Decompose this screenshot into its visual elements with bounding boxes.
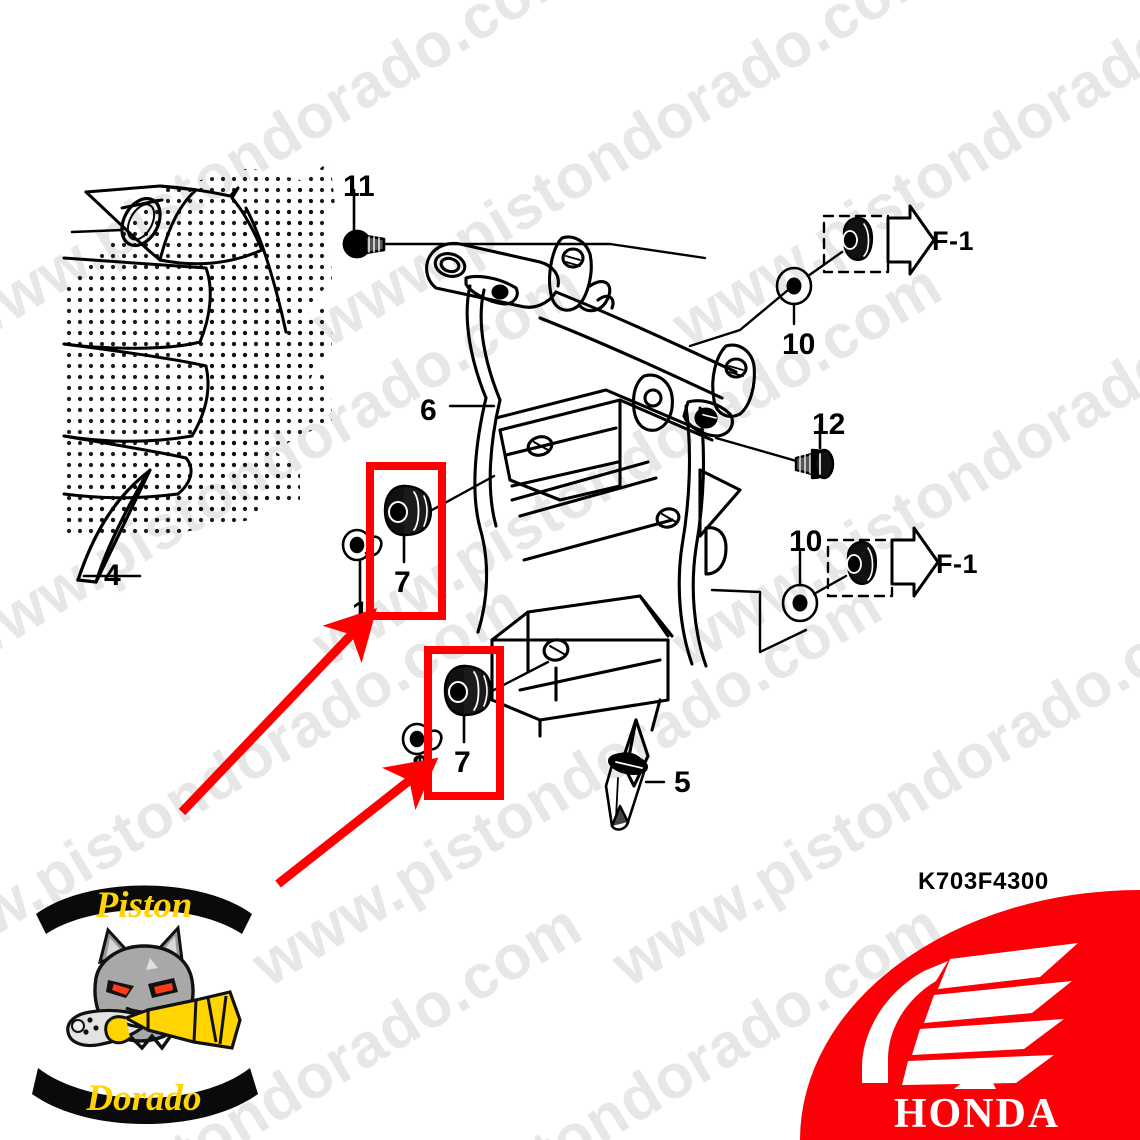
logo-bottom-banner: [32, 1068, 258, 1124]
callout-label-10-upper: 10: [782, 328, 816, 361]
left-shroud-shading: [62, 160, 335, 540]
part-10-upper-leader: [688, 288, 790, 348]
f1-reference-label-lower: F-1: [936, 549, 978, 579]
f1-dashed-box-upper: [822, 214, 890, 274]
part-5-screw: [604, 752, 666, 831]
honda-wing-icon: HONDA: [832, 937, 1122, 1137]
part-4-pointer: [76, 468, 152, 584]
logo-bottom-text: Dorado: [85, 1078, 201, 1119]
part-10-upper-collar: [775, 216, 874, 326]
callout-label-5: 5: [674, 766, 691, 799]
part-12-screw: [794, 422, 835, 480]
part-7-lower-leader: [488, 660, 550, 694]
f1-dashed-box-lower: [826, 538, 894, 598]
callout-label-4: 4: [104, 559, 121, 592]
left-shroud-outline: [62, 184, 288, 500]
part-6-main-stay-bracket: [425, 235, 756, 788]
f1-arrow-upper: [886, 204, 936, 276]
callout-label-1: 1: [352, 596, 369, 629]
part-10-lower-leader: [710, 588, 808, 654]
part-7-upper-grommet: [383, 484, 433, 564]
callout-label-12: 12: [812, 408, 846, 441]
svg-text:HONDA: HONDA: [894, 1091, 1060, 1132]
f1-reference-label-upper: F-1: [932, 226, 974, 256]
part-10-lower-collar: [781, 540, 878, 623]
callout-label-11: 11: [343, 170, 375, 203]
logo-top-banner: [36, 885, 252, 934]
f1-arrow-lower: [890, 526, 940, 598]
part-11-bolt: [342, 188, 707, 260]
part-number-label: K703F4300: [918, 868, 1049, 895]
part-7-lower-grommet: [443, 664, 493, 744]
piston-dorado-logo: Piston: [30, 872, 258, 1124]
part-7-upper-leader: [430, 474, 496, 512]
part-12-leader: [714, 436, 802, 464]
callout-label-7-lower: 7: [454, 746, 471, 779]
callout-label-10-lower: 10: [789, 525, 823, 558]
piston-icon: [104, 990, 242, 1050]
callout-label-7-upper: 7: [394, 566, 411, 599]
honda-brand-corner: HONDA: [800, 890, 1140, 1140]
callout-label-8: 8: [412, 750, 429, 783]
callout-label-6: 6: [420, 394, 437, 427]
logo-top-text: Piston: [95, 885, 193, 926]
